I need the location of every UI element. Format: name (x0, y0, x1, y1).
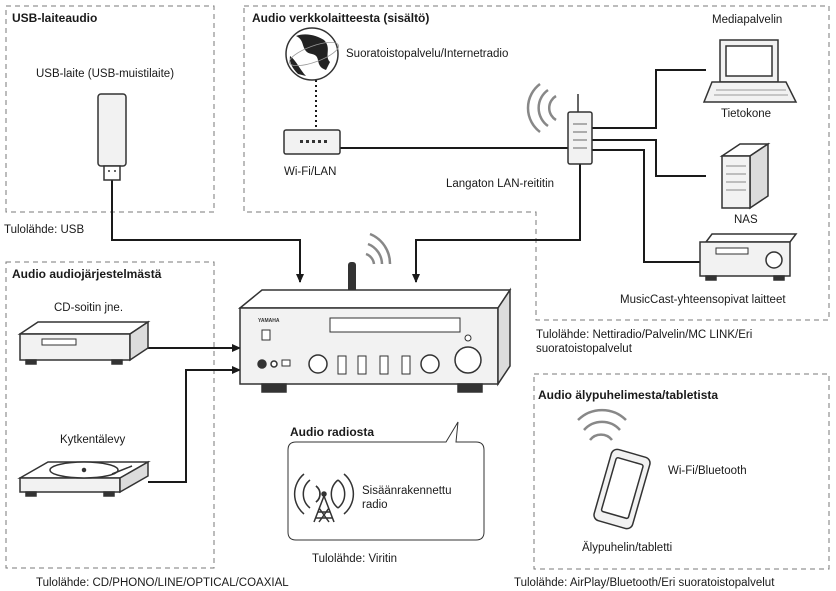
wifi-lan-device-icon (283, 129, 341, 155)
router-to-nas-cable (592, 139, 706, 177)
stereo-receiver-icon (237, 287, 512, 393)
usb-cable (111, 180, 304, 283)
turntable-icon (17, 460, 151, 497)
smartphone-section-box (533, 373, 830, 570)
radio-callout-bubble (287, 421, 485, 541)
streaming-service-label: Suoratoistopalvelu/Internetradio (346, 48, 509, 60)
router-label: Langaton LAN-reititin (446, 178, 555, 190)
router-to-computer-cable (592, 69, 706, 129)
radio-waves-icon (293, 473, 355, 515)
audio-system-source-label: Tulolähde: CD/PHONO/LINE/OPTICAL/COAXIAL (36, 577, 289, 589)
nas-icon (719, 142, 771, 210)
receiver-wireless-waves-icon (365, 232, 392, 265)
usb-section-box (5, 5, 215, 213)
smartphone-wireless-label: Wi-Fi/Bluetooth (668, 465, 747, 477)
radio-tower-icon (313, 491, 335, 523)
network-section-title: Audio verkkolaitteesta (sisältö) (252, 11, 430, 25)
usb-device-label: USB-laite (USB-muistilaite) (36, 68, 175, 80)
router-to-musiccast-cable (592, 149, 700, 263)
builtin-radio-label: Sisäänrakennettu radio (362, 485, 452, 511)
audio-system-section-title: Audio audiojärjestelmästä (12, 267, 162, 281)
smartphone-source-label: Tulolähde: AirPlay/Bluetooth/Eri suorato… (514, 577, 775, 589)
usb-stick-icon (97, 93, 127, 181)
receiver-antenna-icon (348, 262, 356, 298)
network-section-box (243, 5, 830, 321)
nas-label: NAS (734, 214, 758, 226)
router-to-receiver-cable (412, 160, 581, 283)
router-wifi-waves-icon (526, 83, 557, 133)
computer-label: Tietokone (721, 108, 772, 120)
globe-icon (285, 27, 339, 81)
usb-source-label: Tulolähde: USB (4, 224, 85, 236)
usb-section-title: USB-laiteaudio (12, 11, 98, 25)
musiccast-av-receiver-icon (699, 233, 798, 281)
smartphone-device-label: Älypuhelin/tabletti (582, 542, 673, 554)
turntable-to-receiver-cable (148, 366, 241, 483)
wireless-router-icon (567, 94, 593, 165)
radio-source-label: Tulolähde: Viritin (312, 553, 398, 565)
wifi-lan-label: Wi-Fi/LAN (284, 166, 337, 178)
receiver-brand-logo: YAMAHA (258, 318, 280, 324)
smartphone-section-title: Audio älypuhelimesta/tabletista (538, 388, 719, 402)
network-source-label: Tulolähde: Nettiradio/Palvelin/MC LINK/E… (536, 329, 753, 355)
smartphone-wireless-waves-icon (577, 408, 627, 441)
cd-player-icon (17, 320, 151, 365)
musiccast-label: MusicCast-yhteensopivat laitteet (620, 294, 786, 306)
media-server-label: Mediapalvelin (712, 14, 783, 26)
turntable-label: Kytkentälevy (60, 434, 126, 446)
laptop-icon (702, 39, 798, 103)
smartphone-tablet-icon (593, 448, 651, 530)
radio-section-title: Audio radiosta (290, 425, 375, 439)
audio-system-section-box (5, 261, 215, 569)
cd-player-label: CD-soitin jne. (54, 302, 124, 314)
